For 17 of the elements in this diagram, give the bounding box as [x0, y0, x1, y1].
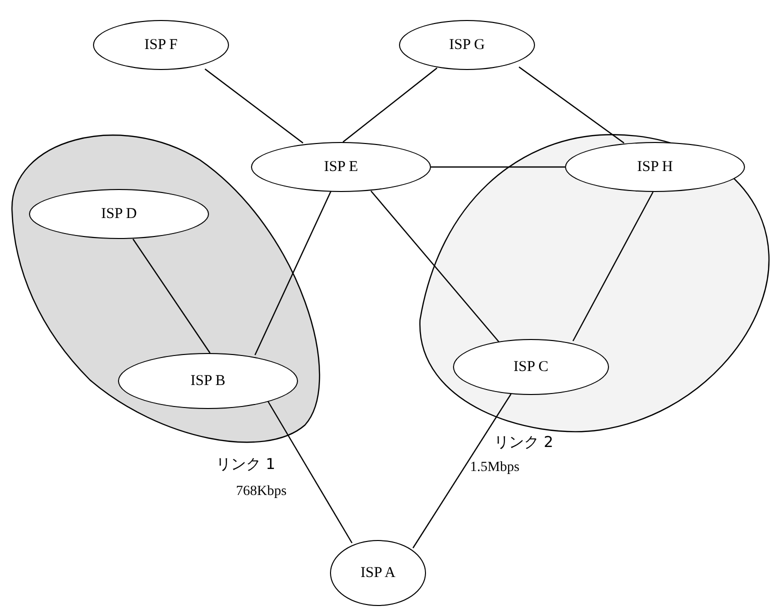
isp-ellipse: ISP A [330, 540, 426, 606]
link-line [370, 190, 500, 342]
link-line [204, 68, 304, 144]
isp-ellipse: ISP F [93, 20, 229, 70]
link-label: リンク 1 [216, 455, 276, 474]
link-label: リンク 2 [494, 433, 554, 452]
bandwidth-label: 1.5Mbps [470, 460, 520, 476]
link-line [254, 190, 332, 356]
link-line [572, 192, 654, 342]
link-line [412, 394, 512, 548]
link-line [518, 66, 624, 144]
link-line [431, 166, 565, 168]
isp-ellipse: ISP E [251, 142, 431, 192]
bandwidth-label: 768Kbps [236, 484, 287, 500]
link-line [342, 68, 438, 142]
link-line [132, 238, 210, 354]
isp-ellipse: ISP G [399, 20, 535, 70]
